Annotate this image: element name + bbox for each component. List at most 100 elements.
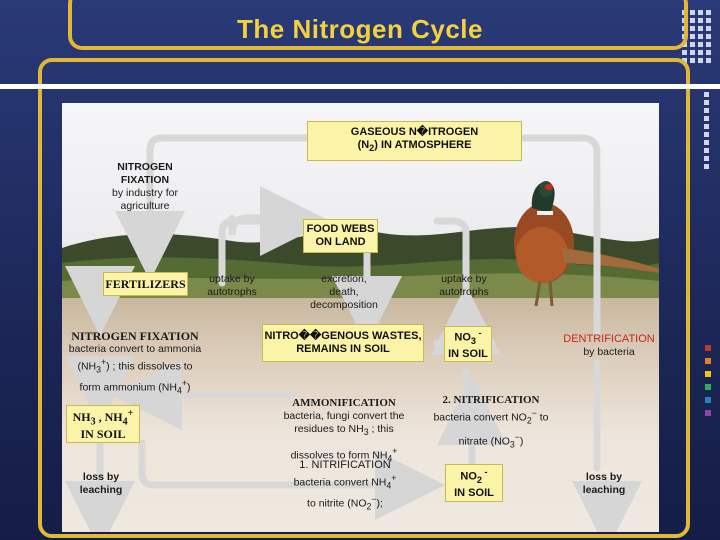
label-nitrogen-fixation-industry: NITROGEN FIXATION by industry for agricu…: [100, 161, 190, 213]
excretion-line1: excretion,: [321, 273, 367, 285]
leaching-left-line2: leaching: [79, 484, 123, 496]
ammonification-line1: bacteria, fungi convert the: [283, 410, 405, 422]
uptake-left-line1: uptake by: [209, 273, 255, 285]
nf-top-line1: NITROGEN: [117, 161, 173, 173]
nitrification1-title: 1. NITRIFICATION: [299, 459, 391, 471]
no3-pre: NO: [454, 331, 471, 344]
decorative-dots-right-column: [704, 92, 709, 169]
nf-mid-line2-pre: (NH: [77, 360, 97, 373]
gaseous-line2-pre: (N: [357, 139, 370, 152]
nf-mid-line2-sub: 3: [96, 364, 102, 375]
node-nitrogenous-wastes: NITRO��GENOUS WASTES, REMAINS IN SOIL: [262, 324, 424, 362]
nf-mid-line3: form ammonium (NH4+): [64, 377, 206, 398]
no2-line1: NO2 -: [460, 466, 487, 487]
excretion-line2: death,: [329, 286, 359, 298]
uptake-right-line1: uptake by: [441, 273, 487, 285]
no3-line2: IN SOIL: [448, 347, 488, 360]
nh3-mid: , NH: [95, 409, 123, 424]
label-uptake-left: uptake by autotrophs: [198, 273, 266, 299]
nh3-sub1: 3: [90, 416, 96, 428]
excretion-line3: decomposition: [310, 299, 378, 311]
nh3-line1: NH3 , NH4+: [73, 407, 134, 428]
node-gaseous-nitrogen: GASEOUS N�ITROGEN (N2) IN ATMOSPHERE: [307, 121, 522, 161]
node-no2-in-soil: NO2 - IN SOIL: [445, 464, 503, 502]
gaseous-line1: GASEOUS N�ITROGEN: [350, 126, 479, 139]
ammonification-line3-pre: dissolves to form NH: [290, 449, 388, 462]
no2-pre: NO: [460, 470, 477, 483]
nf-mid-title: NITROGEN FIXATION: [71, 329, 199, 343]
gold-frame-top: [68, 0, 688, 50]
nh3-sup2: +: [127, 407, 134, 419]
no2-line2: IN SOIL: [454, 486, 494, 499]
nitrification1-line2-pre: to nitrite (NO: [307, 497, 367, 510]
slide-title: The Nitrogen Cycle: [237, 14, 483, 44]
label-uptake-right: uptake by autotrophs: [430, 273, 498, 299]
nh3-sub2: 4: [122, 416, 128, 428]
pheasant-image: [514, 181, 659, 307]
ammonification-line2: residues to NH3 ; this: [276, 423, 412, 439]
label-nitrogen-fixation-bacteria: NITROGEN FIXATION bacteria convert to am…: [64, 330, 206, 397]
gaseous-line2: (N2) IN ATMOSPHERE: [358, 139, 472, 155]
nitrification2-title: 2. NITRIFICATION: [442, 394, 540, 406]
food-webs-line2: ON LAND: [315, 236, 366, 248]
ammonification-line2-post: ; this: [368, 423, 394, 435]
gold-frame: [38, 58, 690, 538]
node-nh3-nh4-in-soil: NH3 , NH4+ IN SOIL: [66, 405, 140, 443]
ammonification-line3-sup: +: [392, 446, 398, 457]
nitrification2-line1-pre: bacteria convert NO: [433, 411, 527, 424]
food-webs-line1: FOOD WEBS: [306, 223, 375, 235]
leaching-right-line1: loss by: [585, 471, 623, 483]
nh3-pre1: NH: [72, 409, 91, 424]
nitrogenous-line2: REMAINS IN SOIL: [296, 343, 390, 355]
denitrification-title: DENTRIFICATION: [563, 333, 655, 345]
nitrification1-line1-sup: +: [391, 473, 397, 483]
nitrification2-line2-sup: −: [514, 431, 520, 442]
no3-sup: -: [476, 328, 482, 339]
label-leaching-left: loss by leaching: [70, 471, 132, 497]
nitrification2-line1-sub: 2: [526, 415, 532, 426]
node-food-webs: FOOD WEBS ON LAND: [303, 219, 378, 253]
nf-mid-line1: bacteria convert to ammonia: [68, 343, 202, 355]
nf-top-sub2: agriculture: [120, 200, 170, 212]
nitrification1-line2-sub: 2: [366, 501, 372, 512]
nf-top-sub1: by industry for: [112, 187, 178, 199]
uptake-right-line2: autotrophs: [439, 286, 489, 298]
nf-top-line2: FIXATION: [120, 174, 170, 186]
nitrification1-line2: to nitrite (NO2−);: [282, 493, 408, 514]
no2-sup: -: [482, 467, 488, 478]
label-excretion: excretion, death, decomposition: [294, 273, 394, 312]
label-ammonification: AMMONIFICATION bacteria, fungi convert t…: [276, 397, 412, 466]
nitrification1-line2-post: );: [376, 497, 383, 510]
leaching-right-line2: leaching: [582, 484, 626, 496]
no3-line1: NO3 -: [454, 327, 481, 348]
leaching-left-line1: loss by: [82, 471, 120, 483]
nitrification1-line2-sup: −: [371, 493, 377, 504]
ammonification-line3: dissolves to form NH4+: [276, 445, 412, 466]
nf-mid-line2-sup: +: [101, 357, 107, 367]
nf-mid-line3-post: ): [186, 381, 191, 394]
nitrification2-line1-sup: −: [531, 408, 537, 418]
nitrogenous-line1: NITRO��GENOUS WASTES,: [264, 330, 422, 342]
ammonification-title: AMMONIFICATION: [292, 397, 396, 409]
node-fertilizers: FERTILIZERS: [103, 272, 188, 296]
gaseous-line2-sub: 2: [369, 143, 375, 154]
no3-sub: 3: [470, 335, 476, 346]
uptake-left-line2: autotrophs: [207, 286, 257, 298]
nitrification1-line1: bacteria convert NH4+: [282, 472, 408, 493]
nitrification1-line1-pre: bacteria convert NH: [293, 476, 387, 489]
nitrification2-line2-sub: 3: [509, 439, 515, 450]
nitrification2-line2: nitrate (NO3−): [428, 431, 554, 452]
label-denitrification: DENTRIFICATION by bacteria: [556, 333, 662, 359]
no2-sub: 2: [476, 474, 482, 485]
nitrification2-line2-pre: nitrate (NO: [458, 435, 510, 448]
nf-mid-line3-sub: 4: [176, 385, 182, 396]
label-leaching-right: loss by leaching: [573, 471, 635, 497]
decorative-color-dots: [705, 345, 711, 423]
nitrification1-line1-sub: 4: [386, 480, 392, 491]
ammonification-line2-pre: residues to NH: [294, 423, 364, 435]
label-nitrification-1: 1. NITRIFICATION bacteria convert NH4+ t…: [282, 459, 408, 513]
divider-bar: [0, 84, 720, 89]
gaseous-line2-post: ) IN ATMOSPHERE: [374, 139, 472, 152]
node-no3-in-soil: NO3 - IN SOIL: [444, 326, 492, 362]
fertilizers-label: FERTILIZERS: [105, 276, 186, 291]
